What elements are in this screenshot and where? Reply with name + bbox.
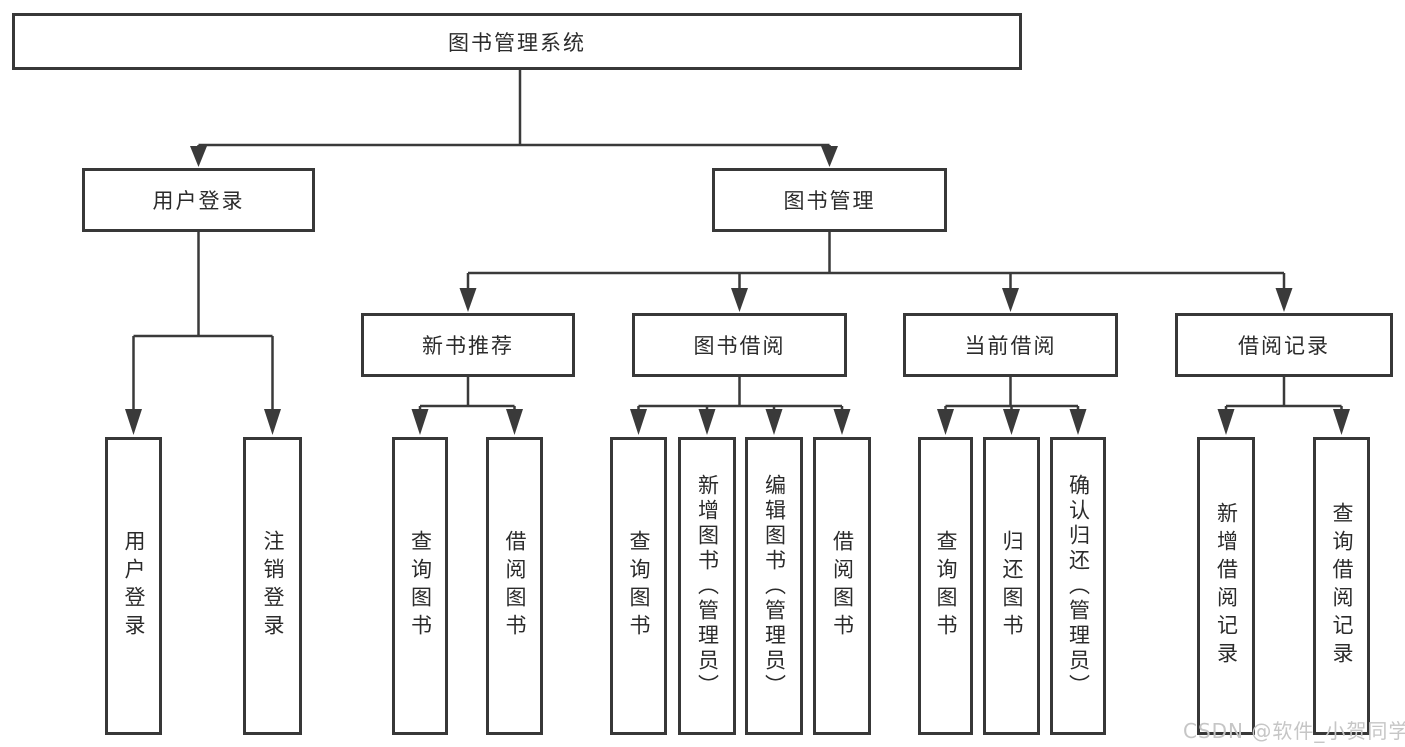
leaf-borrowing-add-books: 新增图书（管理员） <box>678 437 736 735</box>
leaf-current-confirm-return-label: 确认归还（管理员） <box>1066 473 1091 699</box>
leaf-record-add: 新增借阅记录 <box>1197 437 1255 735</box>
connector-user-login-children <box>125 232 281 435</box>
connector-borrowing-records-children <box>1217 377 1350 435</box>
node-user-login: 用户登录 <box>82 168 315 232</box>
leaf-borrowing-query-books-label: 查询图书 <box>627 530 651 642</box>
node-current-borrowing: 当前借阅 <box>903 313 1118 377</box>
node-book-borrowing: 图书借阅 <box>632 313 847 377</box>
leaf-borrowing-add-books-label: 新增图书（管理员） <box>695 473 720 699</box>
leaf-current-return-books: 归还图书 <box>983 437 1040 735</box>
leaf-login: 用户登录 <box>105 437 162 735</box>
node-book-management-label: 图书管理 <box>783 189 876 213</box>
node-new-book-recommend: 新书推荐 <box>361 313 575 377</box>
leaf-logout: 注销登录 <box>243 437 302 735</box>
node-root-label: 图书管理系统 <box>448 30 586 55</box>
leaf-record-query-label: 查询借阅记录 <box>1330 502 1354 670</box>
node-borrowing-records-label: 借阅记录 <box>1238 334 1330 358</box>
node-book-management: 图书管理 <box>712 168 947 232</box>
leaf-borrowing-edit-books: 编辑图书（管理员） <box>745 437 803 735</box>
leaf-record-add-label: 新增借阅记录 <box>1214 502 1239 670</box>
connector-book-borrowing-children <box>630 377 851 435</box>
node-borrowing-records: 借阅记录 <box>1175 313 1393 377</box>
leaf-recommend-borrow-books: 借阅图书 <box>486 437 543 735</box>
node-book-borrowing-label: 图书借阅 <box>693 334 786 358</box>
connector-current-borrowing-children <box>937 377 1087 435</box>
leaf-current-confirm-return: 确认归还（管理员） <box>1050 437 1106 735</box>
connector-new-book-recommend-children <box>411 377 523 435</box>
watermark-text: CSDN @软件_小贺同学 <box>1183 719 1405 743</box>
node-current-borrowing-label: 当前借阅 <box>964 334 1057 358</box>
leaf-borrowing-edit-books-label: 编辑图书（管理员） <box>762 473 787 699</box>
connector-root-to-level1 <box>190 70 838 167</box>
node-user-login-label: 用户登录 <box>152 189 245 213</box>
leaf-borrowing-query-books: 查询图书 <box>610 437 667 735</box>
leaf-borrowing-borrow-books-label: 借阅图书 <box>830 530 855 642</box>
connector-book-management-children <box>459 232 1293 312</box>
leaf-current-return-books-label: 归还图书 <box>1000 530 1024 642</box>
leaf-recommend-borrow-books-label: 借阅图书 <box>503 530 527 642</box>
leaf-borrowing-borrow-books: 借阅图书 <box>813 437 871 735</box>
leaf-logout-label: 注销登录 <box>261 530 285 642</box>
node-root: 图书管理系统 <box>12 13 1022 70</box>
leaf-record-query: 查询借阅记录 <box>1313 437 1370 735</box>
leaf-recommend-query-books: 查询图书 <box>392 437 448 735</box>
leaf-recommend-query-books-label: 查询图书 <box>408 530 433 642</box>
node-new-book-recommend-label: 新书推荐 <box>422 334 514 358</box>
leaf-login-label: 用户登录 <box>122 530 146 642</box>
leaf-current-query-books-label: 查询图书 <box>934 530 958 642</box>
leaf-current-query-books: 查询图书 <box>918 437 973 735</box>
